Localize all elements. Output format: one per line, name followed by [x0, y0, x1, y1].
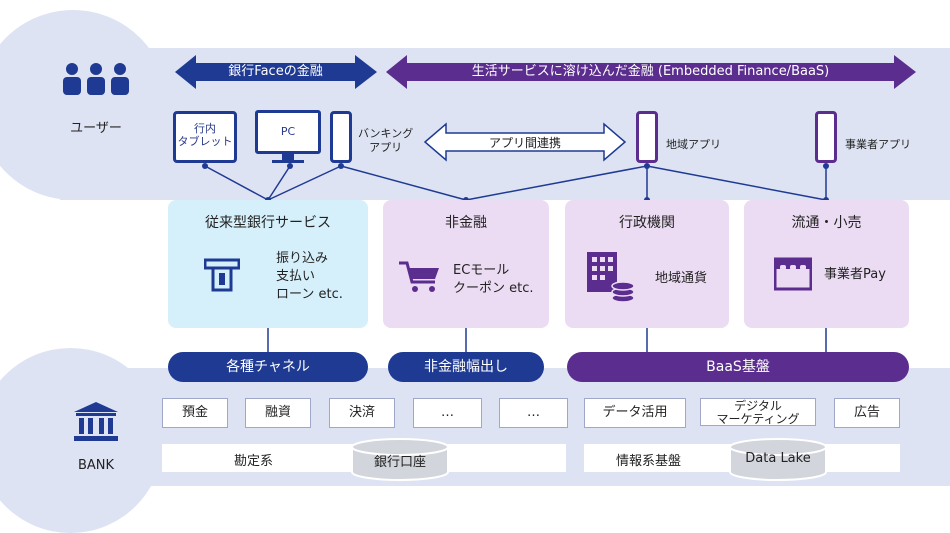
bank-account-db: 銀行口座 [373, 455, 426, 470]
user-circle [0, 10, 168, 200]
core-system-label: 勘定系 [234, 454, 274, 469]
card-retail: 流通・小売 事業者Pay [744, 200, 909, 328]
phone-icon [815, 111, 837, 163]
cart-icon [399, 260, 441, 294]
service-loan: 融資 [245, 398, 311, 428]
phone-icon [330, 111, 352, 163]
pc-device: PC [255, 110, 321, 166]
phone-icon [636, 111, 658, 163]
card-text: ECモール クーポン etc. [453, 263, 534, 296]
pc-label: PC [280, 125, 296, 138]
business-app-label: 事業者アプリ [845, 138, 911, 151]
tablet-device: 行内 タブレット [173, 111, 237, 163]
bank-icon [74, 402, 118, 442]
banking-app-label: バンキング アプリ [358, 127, 414, 154]
embedded-finance-arrow: 生活サービスに溶け込んだ金融 (Embedded Finance/BaaS) [471, 64, 830, 79]
card-title: 流通・小売 [791, 215, 862, 231]
channels-pill: 各種チャネル [168, 352, 368, 382]
service-deposit: 預金 [162, 398, 228, 428]
card-non-finance: 非金融 ECモール クーポン etc. [383, 200, 549, 328]
card-title: 行政機関 [619, 215, 675, 231]
data-lake-db: Data Lake [745, 451, 811, 466]
app-link-label: アプリ間連携 [488, 136, 561, 150]
card-text: 地域通貨 [655, 271, 708, 286]
user-label: ユーザー [70, 121, 122, 136]
service-digital-marketing: デジタル マーケティング [700, 398, 816, 426]
service-payment: 決済 [329, 398, 395, 428]
service-ellipsis: … [413, 398, 482, 428]
card-government: 行政機関 地域通貨 [565, 200, 729, 328]
database-cylinders [351, 438, 827, 481]
service-ellipsis: … [499, 398, 568, 428]
non-finance-expansion-pill: 非金融幅出し [388, 352, 544, 382]
bank-face-finance-arrow: 銀行Faceの金融 [228, 64, 323, 79]
building-coins-icon [585, 250, 635, 304]
atm-icon [204, 256, 240, 292]
baas-platform-pill: BaaS基盤 [567, 352, 909, 382]
tablet-label: 行内 タブレット [177, 122, 233, 148]
user-icon [60, 62, 132, 96]
card-text: 事業者Pay [824, 267, 886, 282]
regional-app-label: 地域アプリ [666, 138, 721, 151]
card-title: 従来型銀行サービス [205, 215, 331, 231]
card-title: 非金融 [445, 215, 487, 231]
service-advertising: 広告 [834, 398, 900, 428]
connector-lines [175, 55, 916, 352]
card-text: 振り込み 支払い ローン etc. [276, 251, 343, 302]
card-traditional-banking: 従来型銀行サービス 振り込み 支払い ローン etc. [168, 200, 368, 328]
shop-icon [774, 257, 812, 291]
service-data-usage: データ活用 [584, 398, 686, 428]
bank-label: BANK [77, 458, 115, 473]
info-system-label: 情報系基盤 [616, 454, 682, 469]
